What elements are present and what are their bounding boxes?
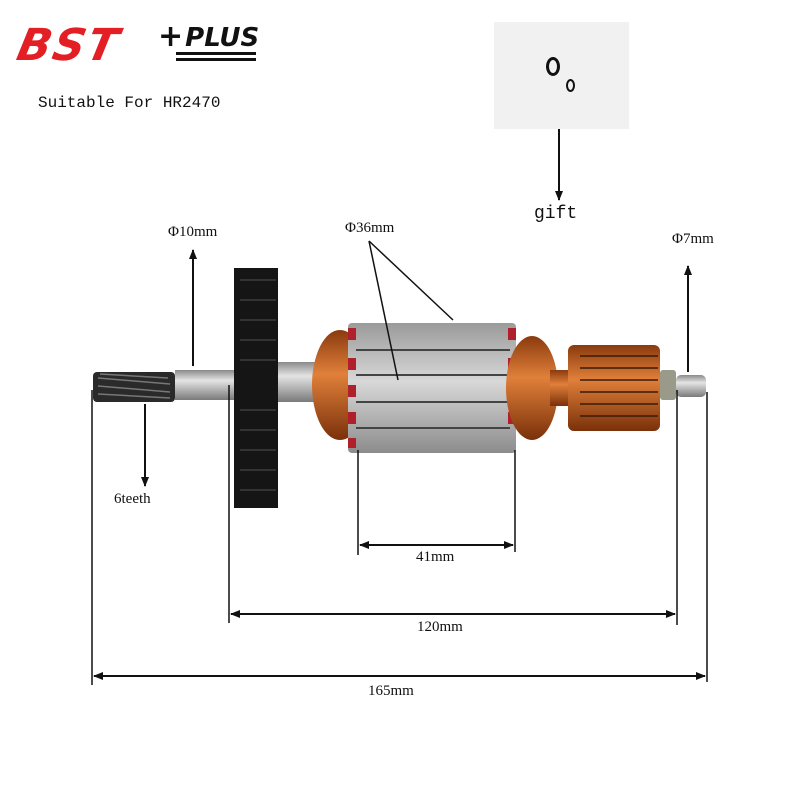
- brand-logo-plus: +PLUS: [158, 19, 260, 54]
- gift-image: [494, 22, 629, 129]
- core-length-label: 41mm: [416, 549, 455, 565]
- logo-underline-2: [176, 58, 256, 61]
- core-diameter-label: Φ36mm: [345, 220, 395, 236]
- fan: [234, 268, 278, 508]
- gift-label: gift: [534, 204, 578, 224]
- overall-length-label: 165mm: [368, 683, 414, 699]
- shaft-diameter-label: Φ10mm: [168, 224, 218, 240]
- fan-to-end-length-label: 120mm: [417, 619, 463, 635]
- plus-text: PLUS: [185, 23, 260, 53]
- logo-underline: [176, 52, 256, 55]
- large-o-ring-icon: [546, 57, 560, 76]
- plus-sign: +: [158, 19, 184, 54]
- gear-shaft: [93, 370, 235, 402]
- gear-teeth-label: 6teeth: [114, 491, 151, 507]
- small-o-ring-icon: [566, 79, 575, 92]
- end-shaft-diameter-label: Φ7mm: [672, 231, 714, 247]
- compatibility-text: Suitable For HR2470: [38, 94, 221, 112]
